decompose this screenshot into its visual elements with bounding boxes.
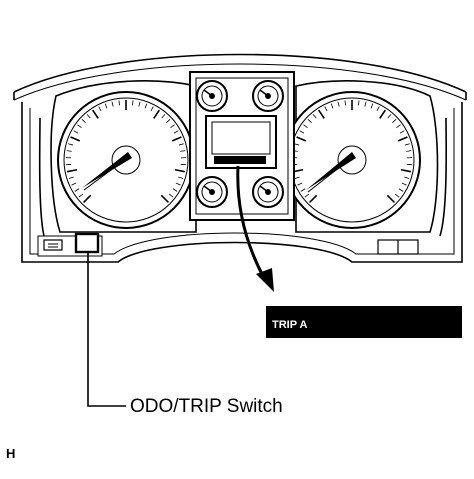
sub-gauge-top-right [253,81,283,111]
odo-trip-switch[interactable] [76,234,98,252]
right-switch-group [378,240,418,254]
sub-gauge-bottom-left [197,177,227,207]
right-gauge [284,92,420,228]
left-gauge [58,92,194,228]
switch-callout-label: ODO/TRIP Switch [130,396,283,417]
switch-callout-line [88,252,126,406]
sub-gauge-top-left [197,81,227,111]
lcd-readout: TRIP A [266,306,462,338]
figure-corner-mark: H [6,446,15,461]
lcd-readout-text: TRIP A [272,319,308,331]
sub-gauge-bottom-right [253,177,283,207]
